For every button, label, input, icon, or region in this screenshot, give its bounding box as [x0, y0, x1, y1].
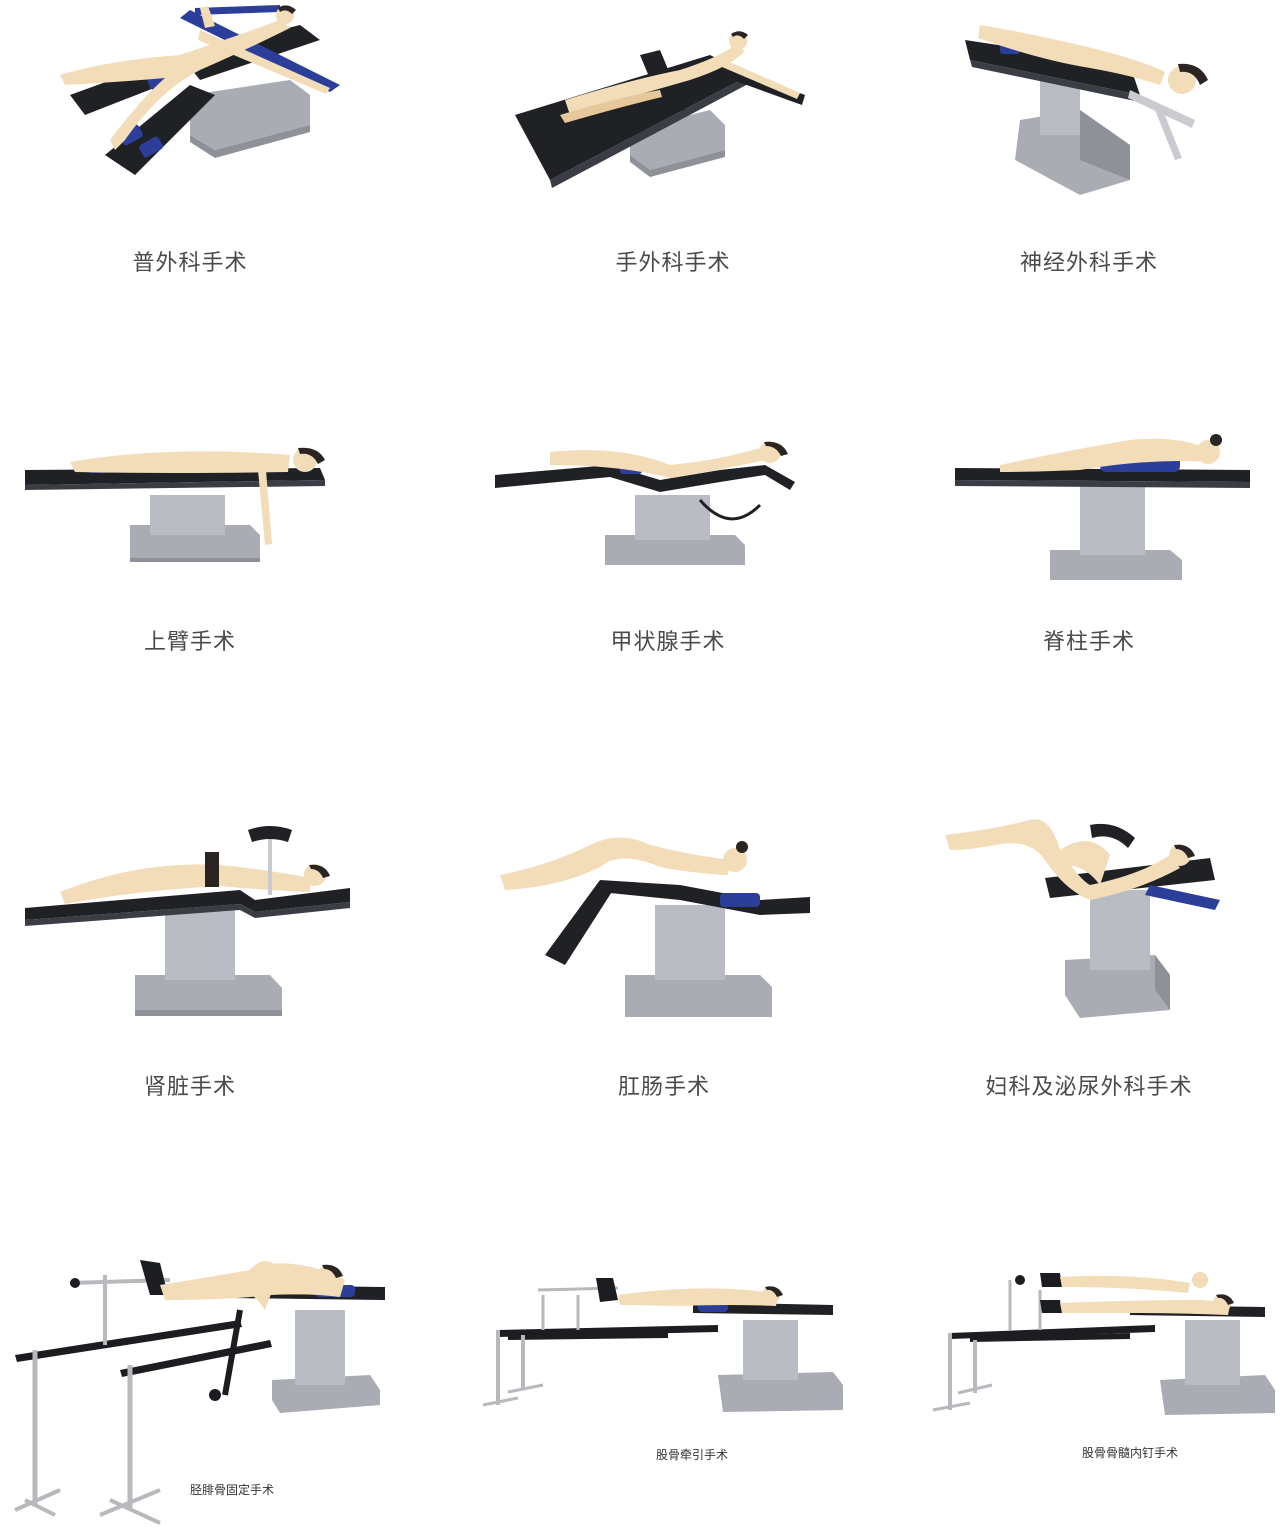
operating-table-upper-arm-icon	[20, 440, 340, 570]
procedure-label: 手外科手术	[615, 251, 731, 276]
procedure-label: 肾脏手术	[143, 1075, 237, 1100]
procedure-label: 甲状腺手术	[610, 630, 726, 655]
procedure-label: 神经外科手术	[1019, 251, 1159, 276]
operating-table-kidney-icon	[20, 820, 360, 1020]
operating-table-anorectal-icon	[490, 825, 810, 1025]
operating-table-general-icon	[40, 0, 370, 200]
operating-table-gyn-uro-icon	[940, 810, 1230, 1020]
procedure-label: 上臂手术	[143, 630, 237, 655]
operating-table-tibia-icon	[10, 1255, 400, 1530]
procedure-label: 妇科及泌尿外科手术	[985, 1075, 1193, 1100]
procedure-label: 股骨牵引手术	[655, 1448, 729, 1462]
procedure-label: 肛肠手术	[617, 1075, 711, 1100]
procedure-label: 股骨骨髓内钉手术	[1081, 1446, 1179, 1460]
operating-table-neuro-icon	[960, 10, 1220, 200]
procedure-label: 脊柱手术	[1042, 630, 1136, 655]
operating-table-femur-traction-icon	[478, 1270, 848, 1420]
operating-table-hand-icon	[510, 15, 810, 195]
procedure-label: 胫腓骨固定手术	[189, 1483, 275, 1497]
operating-table-femur-nail-icon	[930, 1265, 1275, 1420]
operating-table-spine-icon	[950, 430, 1260, 585]
procedure-label: 普外科手术	[132, 251, 248, 276]
operating-table-thyroid-icon	[490, 440, 810, 570]
